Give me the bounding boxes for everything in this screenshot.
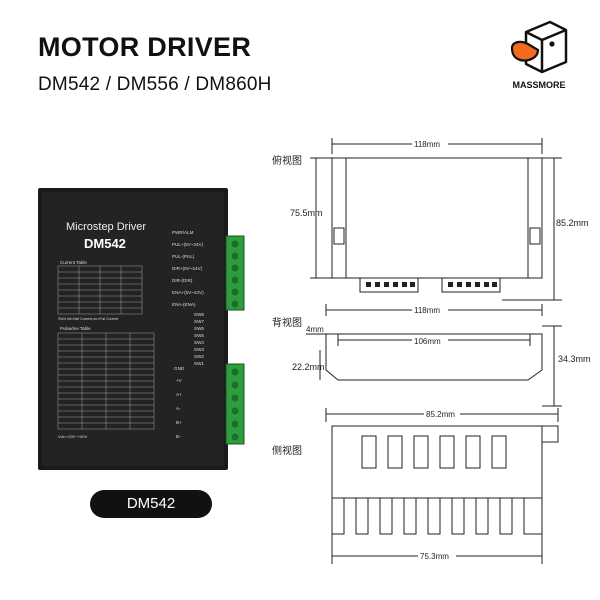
svg-text:A+: A+ — [176, 392, 182, 397]
pulse-table-label: Pulse/rev Table — [60, 326, 91, 331]
svg-text:SW3: SW3 — [194, 347, 204, 352]
svg-text:ENA-(ENA): ENA-(ENA) — [172, 302, 196, 307]
svg-text:SW4: SW4 — [194, 340, 204, 345]
svg-text:DIR-(DIR): DIR-(DIR) — [172, 278, 193, 283]
back-width-inner-dim: 106mm — [414, 337, 441, 346]
side-width-top-dim: 85.2mm — [426, 410, 455, 419]
brand-name: MASSMORE — [512, 80, 566, 90]
svg-text:B+: B+ — [176, 420, 182, 425]
svg-text:PUL+(5V~24V): PUL+(5V~24V) — [172, 242, 204, 247]
svg-text:DIR+(5V~24V): DIR+(5V~24V) — [172, 266, 203, 271]
top-pin-labels: PWR/ALM PUL+(5V~24V) PUL-(PUL) DIR+(5V~2… — [172, 230, 204, 307]
power-terminal-block — [225, 363, 245, 445]
top-width-dim: 118mm — [414, 140, 440, 149]
back-view-label: 背视图 — [272, 316, 302, 329]
svg-text:SW5: SW5 — [194, 333, 204, 338]
voltage-note: Vdc:+20V~+50V — [58, 434, 88, 439]
back-width-outer-dim: 118mm — [414, 306, 440, 315]
side-width-bottom-dim: 75.3mm — [420, 552, 449, 561]
svg-text:ENA+(5V~24V): ENA+(5V~24V) — [172, 290, 204, 295]
model-badge: DM542 — [90, 490, 212, 518]
top-left-height-dim: 75.5mm — [290, 208, 323, 218]
duck-icon — [510, 20, 568, 74]
back-view-body — [325, 333, 543, 381]
svg-text:PUL-(PUL): PUL-(PUL) — [172, 254, 195, 259]
driver-image: Microstep Driver DM542 Current Table SW4… — [38, 188, 246, 470]
svg-text:SW8: SW8 — [194, 312, 204, 317]
signal-terminal-block — [225, 235, 245, 311]
svg-text:SW7: SW7 — [194, 319, 204, 324]
page-subtitle: DM542 / DM556 / DM860H — [38, 74, 272, 95]
svg-text:B-: B- — [176, 434, 181, 439]
svg-text:GND: GND — [174, 366, 185, 371]
side-view-label: 侧视图 — [272, 444, 302, 457]
pulse-table — [57, 332, 155, 430]
current-table-label: Current Table — [60, 260, 87, 265]
back-left-height-dim: 22.2mm — [292, 362, 325, 372]
sw4-note: SW4 off=Half Current,on=Full Current — [58, 317, 118, 321]
back-right-height-dim: 34.3mm — [558, 354, 591, 364]
switch-labels: SW8 SW7 SW6 SW5 SW4 SW3 SW2 SW1 — [194, 312, 204, 366]
svg-text:SW6: SW6 — [194, 326, 204, 331]
svg-text:SW2: SW2 — [194, 354, 204, 359]
svg-text:A-: A- — [176, 406, 181, 411]
brand-logo: MASSMORE — [498, 18, 580, 98]
top-view-body — [331, 157, 543, 279]
current-table — [57, 265, 143, 315]
svg-text:SW1: SW1 — [194, 361, 204, 366]
top-right-height-dim: 85.2mm — [556, 218, 589, 228]
panel-title: Microstep Driver — [66, 221, 146, 233]
back-left-small-dim: 4mm — [306, 325, 324, 334]
svg-text:PWR/ALM: PWR/ALM — [172, 230, 194, 235]
page-title: MOTOR DRIVER — [38, 32, 252, 62]
dimension-drawing: 俯视图 118mm 75.5mm 85.2mm 背视图 118mm 10 — [262, 130, 592, 590]
panel-model: DM542 — [84, 236, 126, 251]
side-view-body — [331, 425, 559, 535]
bottom-pin-labels: GND +V A+ A- B+ B- — [174, 366, 185, 439]
top-view-label: 俯视图 — [272, 154, 302, 167]
svg-text:+V: +V — [176, 378, 183, 383]
